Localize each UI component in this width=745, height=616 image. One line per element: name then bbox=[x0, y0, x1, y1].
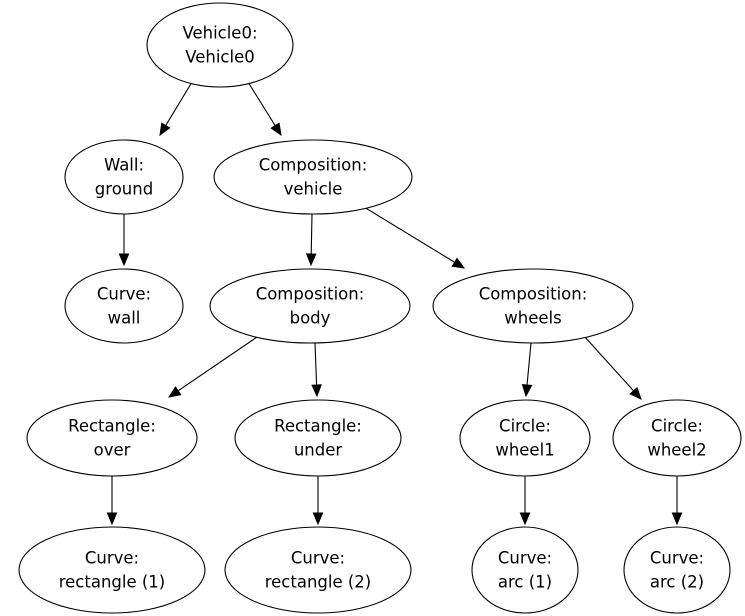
graph-node-curve-rectangle-1[interactable]: Curve: rectangle (1) bbox=[18, 526, 206, 614]
edge-arrowhead-icon bbox=[671, 512, 683, 526]
graph-node-curve-arc-1[interactable]: Curve: arc (1) bbox=[471, 526, 579, 614]
node-type-label: Curve: bbox=[291, 549, 345, 568]
graph-edge-composition-wheels-to-circle-wheel1 bbox=[521, 342, 533, 398]
node-name-label: over bbox=[94, 441, 131, 460]
edge-arrowhead-icon bbox=[311, 384, 322, 398]
node-ellipse-shape[interactable] bbox=[146, 2, 294, 88]
graph-node-composition-vehicle[interactable]: Composition: vehicle bbox=[213, 139, 413, 215]
node-name-label: body bbox=[290, 309, 331, 328]
graph-node-circle-wheel1[interactable]: Circle: wheel1 bbox=[459, 399, 591, 477]
node-ellipse-shape[interactable] bbox=[471, 526, 579, 614]
graph-edge-circle-wheel2-to-curve-arc-2 bbox=[671, 476, 683, 526]
edge-arrowhead-icon bbox=[521, 384, 533, 398]
graph-edge-rectangle-over-to-curve-rectangle-1 bbox=[106, 476, 118, 526]
node-type-label: Curve: bbox=[97, 285, 151, 304]
node-name-label: under bbox=[294, 441, 343, 460]
node-type-label: Composition: bbox=[479, 285, 588, 304]
graph-node-circle-wheel2[interactable]: Circle: wheel2 bbox=[612, 399, 742, 477]
node-type-label: Circle: bbox=[499, 417, 551, 436]
edge-arrowhead-icon bbox=[167, 386, 182, 398]
edge-line bbox=[314, 342, 318, 386]
node-ellipse-shape[interactable] bbox=[209, 268, 411, 344]
node-name-label: vehicle bbox=[284, 180, 343, 199]
node-type-label: Curve: bbox=[498, 549, 552, 568]
edge-arrowhead-icon bbox=[519, 512, 531, 526]
node-type-label: Composition: bbox=[259, 156, 368, 175]
edge-arrowhead-icon bbox=[312, 512, 324, 526]
edge-arrowhead-icon bbox=[106, 512, 118, 526]
node-ellipse-shape[interactable] bbox=[18, 526, 206, 614]
graph-node-composition-wheels[interactable]: Composition: wheels bbox=[432, 268, 634, 344]
node-ellipse-shape[interactable] bbox=[432, 268, 634, 344]
graph-edge-vehicle0-to-composition-vehicle bbox=[247, 81, 282, 137]
node-type-label: Rectangle: bbox=[68, 417, 156, 436]
graph-edge-composition-body-to-rectangle-over bbox=[167, 334, 261, 398]
edge-arrowhead-icon bbox=[451, 257, 466, 269]
edge-arrowhead-icon bbox=[118, 253, 130, 267]
graph-edge-composition-wheels-to-circle-wheel2 bbox=[583, 335, 642, 400]
graph-node-curve-wall[interactable]: Curve: wall bbox=[64, 268, 184, 344]
node-name-label: arc (2) bbox=[650, 573, 704, 592]
node-type-label: Curve: bbox=[650, 549, 704, 568]
edge-arrowhead-icon bbox=[159, 122, 171, 137]
graph-edge-wall-ground-to-curve-wall bbox=[118, 214, 130, 267]
edge-line bbox=[310, 213, 313, 255]
nodes-layer: Vehicle0:Vehicle0Wall:groundComposition:… bbox=[18, 2, 742, 614]
graph-edge-composition-vehicle-to-composition-body bbox=[305, 213, 317, 267]
node-ellipse-shape[interactable] bbox=[234, 399, 402, 477]
node-type-label: Circle: bbox=[651, 417, 703, 436]
graph-node-vehicle0[interactable]: Vehicle0: Vehicle0 bbox=[146, 2, 294, 88]
edge-arrowhead-icon bbox=[305, 253, 317, 267]
graph-node-wall-ground[interactable]: Wall: ground bbox=[64, 139, 184, 215]
node-name-label: rectangle (1) bbox=[59, 573, 166, 592]
node-type-label: Rectangle: bbox=[274, 417, 362, 436]
edge-line bbox=[165, 81, 193, 126]
graph-edge-circle-wheel1-to-curve-arc-1 bbox=[519, 476, 531, 526]
graph-edge-composition-vehicle-to-composition-wheels bbox=[363, 206, 466, 269]
node-ellipse-shape[interactable] bbox=[213, 139, 413, 215]
node-name-label: wheels bbox=[504, 309, 561, 328]
node-ellipse-shape[interactable] bbox=[64, 268, 184, 344]
node-type-label: Composition: bbox=[256, 285, 365, 304]
graph-edge-rectangle-under-to-curve-rectangle-2 bbox=[312, 476, 324, 526]
node-name-label: ground bbox=[95, 180, 153, 199]
node-ellipse-shape[interactable] bbox=[612, 399, 742, 477]
node-ellipse-shape[interactable] bbox=[64, 139, 184, 215]
node-ellipse-shape[interactable] bbox=[459, 399, 591, 477]
edge-line bbox=[526, 342, 532, 386]
node-type-label: Curve: bbox=[85, 549, 139, 568]
edge-arrowhead-icon bbox=[629, 386, 642, 400]
node-type-label: Vehicle0: bbox=[182, 24, 257, 43]
node-name-label: Vehicle0 bbox=[185, 48, 255, 67]
node-name-label: wheel1 bbox=[495, 441, 554, 460]
graph-edge-vehicle0-to-wall-ground bbox=[159, 81, 193, 137]
edge-line bbox=[247, 81, 276, 126]
node-name-label: wall bbox=[108, 309, 141, 328]
edge-arrowhead-icon bbox=[270, 122, 282, 137]
node-ellipse-shape[interactable] bbox=[26, 399, 198, 477]
edges-layer bbox=[106, 81, 683, 526]
node-ellipse-shape[interactable] bbox=[224, 526, 412, 614]
node-name-label: arc (1) bbox=[498, 573, 552, 592]
node-name-label: wheel2 bbox=[647, 441, 706, 460]
graph-node-curve-arc-2[interactable]: Curve: arc (2) bbox=[623, 526, 731, 614]
graph-node-rectangle-over[interactable]: Rectangle: over bbox=[26, 399, 198, 477]
edge-line bbox=[363, 206, 455, 263]
node-ellipse-shape[interactable] bbox=[623, 526, 731, 614]
graph-node-curve-rectangle-2[interactable]: Curve: rectangle (2) bbox=[224, 526, 412, 614]
node-name-label: rectangle (2) bbox=[265, 573, 372, 592]
edge-line bbox=[583, 335, 635, 392]
graph-node-composition-body[interactable]: Composition: body bbox=[209, 268, 411, 344]
graph-edge-composition-body-to-rectangle-under bbox=[311, 342, 322, 398]
node-type-label: Wall: bbox=[104, 156, 144, 175]
graph-node-rectangle-under[interactable]: Rectangle: under bbox=[234, 399, 402, 477]
edge-line bbox=[177, 334, 261, 392]
